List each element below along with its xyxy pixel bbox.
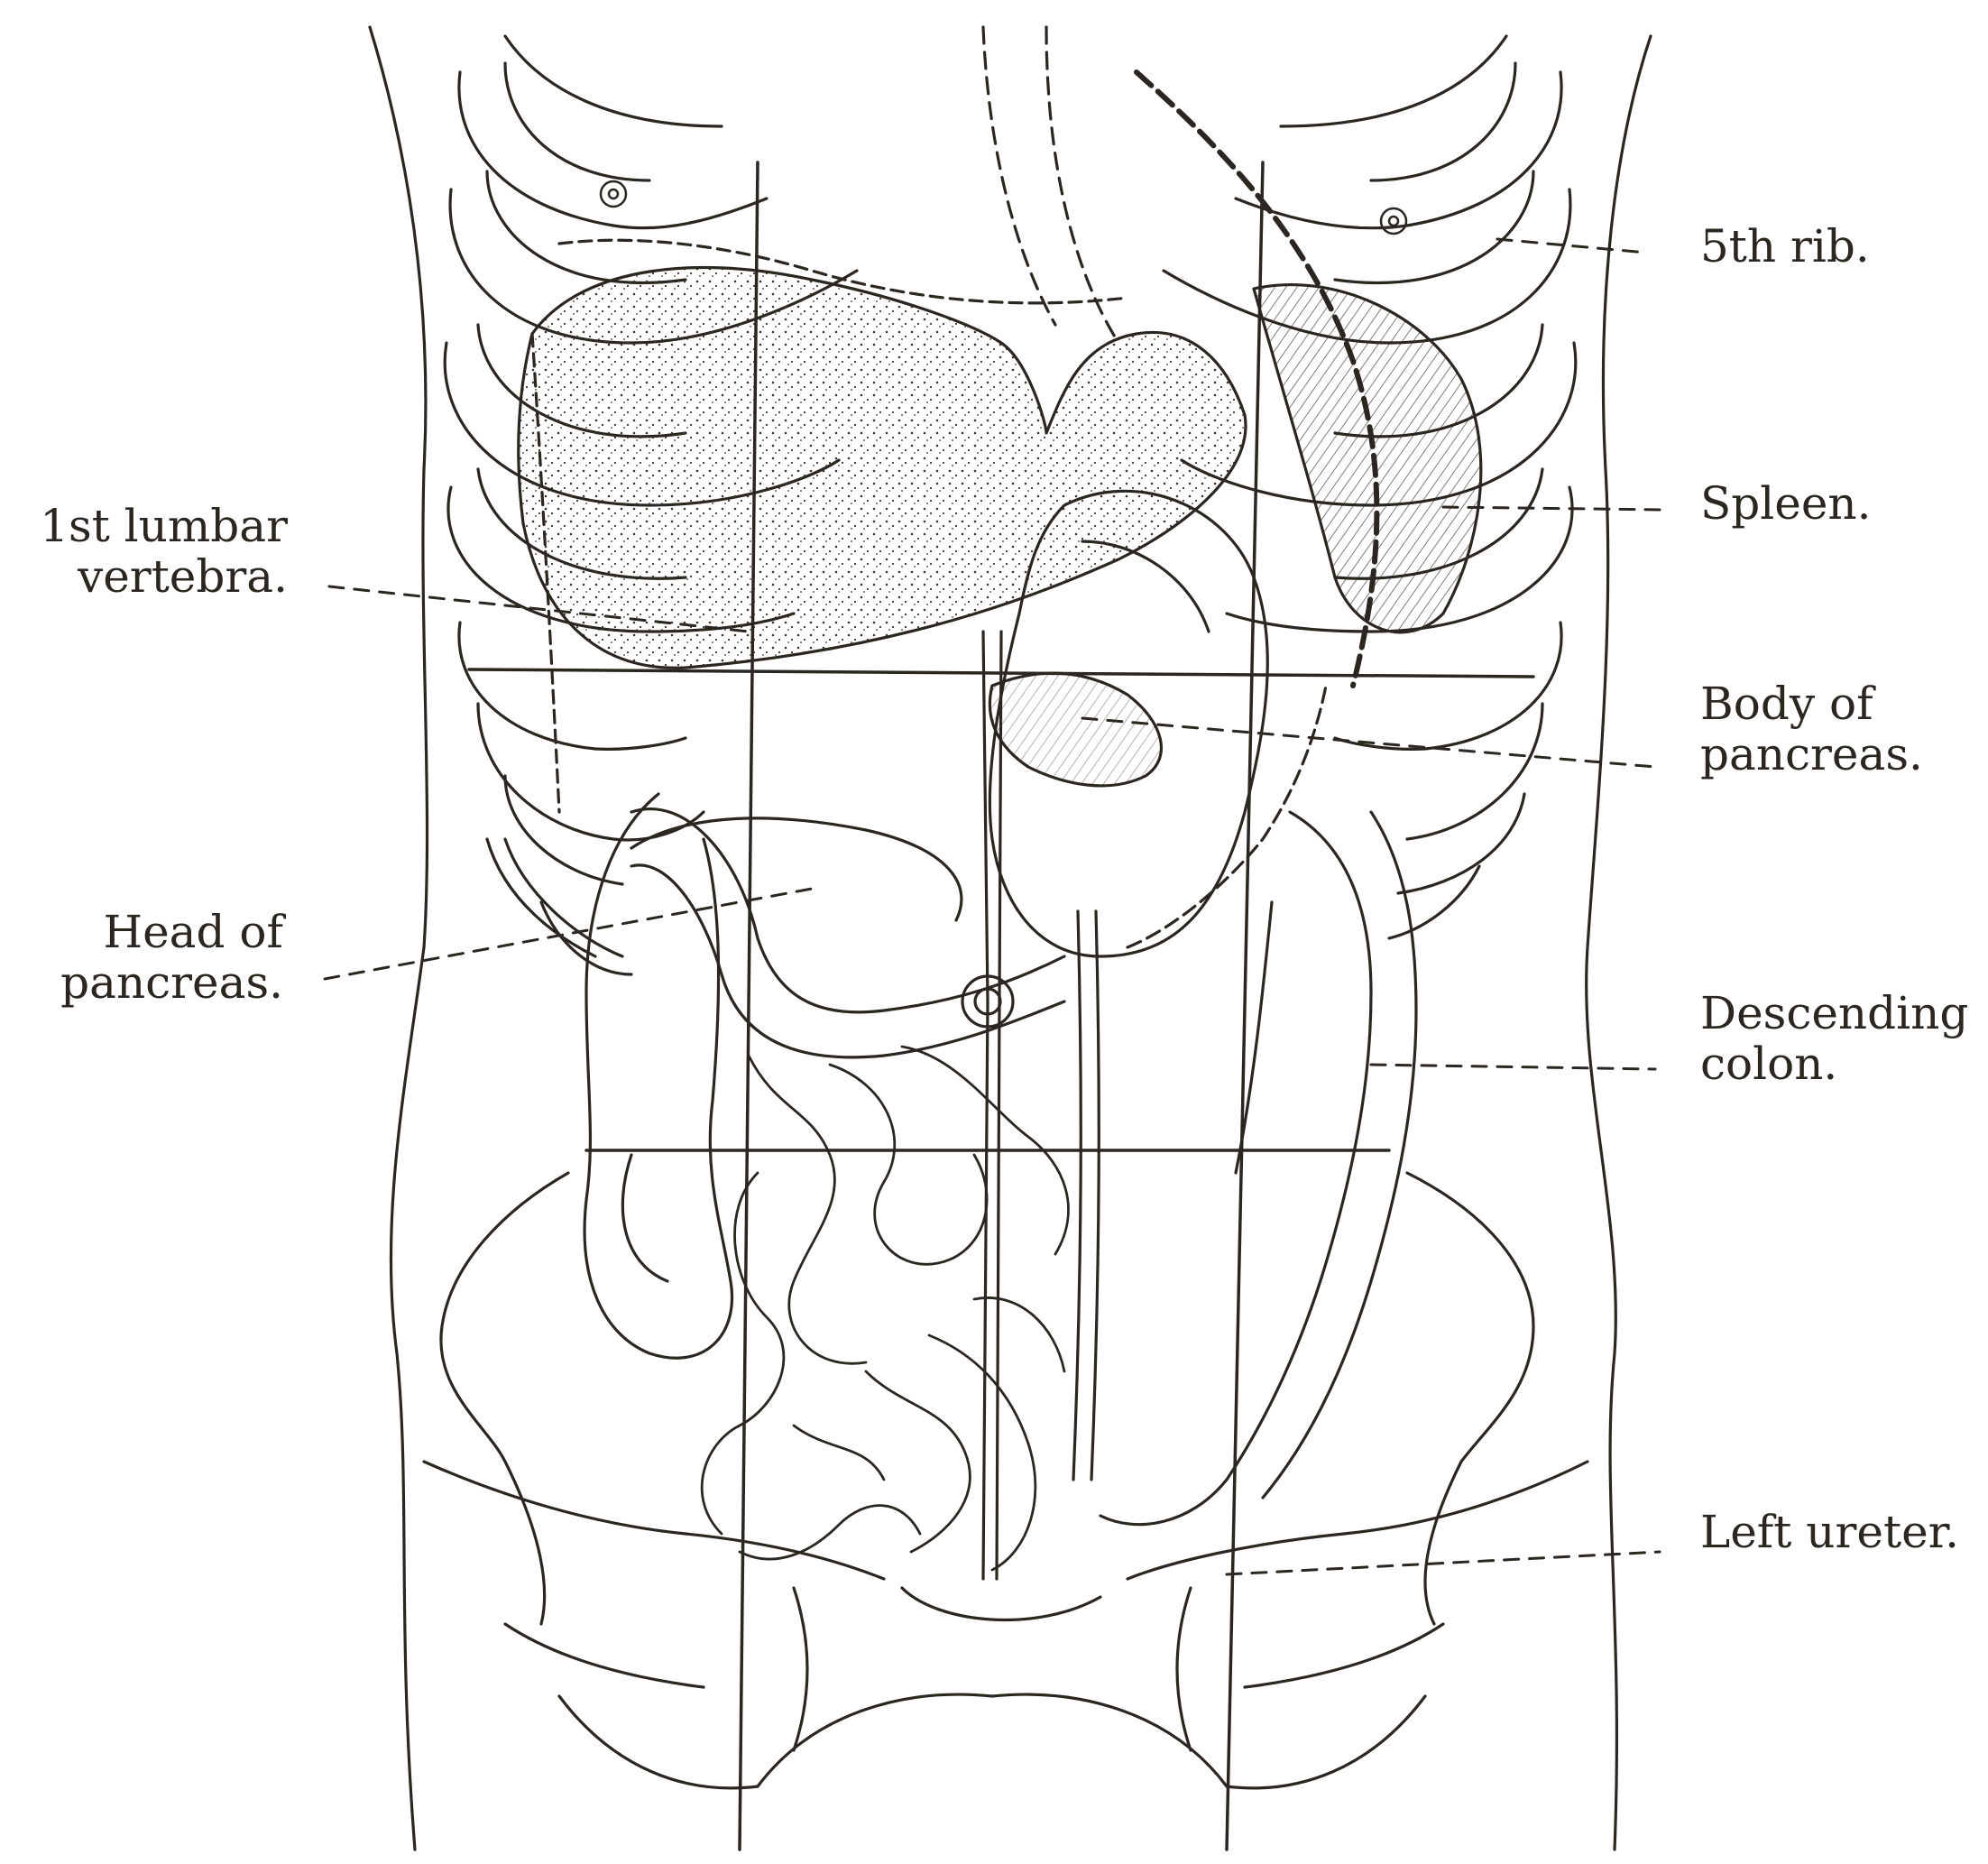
- label-line: 1st lumbar: [40, 501, 288, 551]
- label-line: 5th rib.: [1700, 221, 1870, 272]
- label-line: Spleen.: [1700, 478, 1872, 529]
- label-line: colon.: [1700, 1038, 1968, 1089]
- descending-colon: [1100, 812, 1416, 1525]
- label-line: Descending: [1700, 988, 1968, 1038]
- label-line: Head of: [60, 907, 283, 957]
- pelvis: [424, 1173, 1588, 1788]
- label-body-of-pancreas: Body of pancreas.: [1700, 678, 1923, 780]
- small-intestine: [702, 1047, 1068, 1570]
- label-5th-rib: 5th rib.: [1700, 221, 1870, 272]
- label-line: pancreas.: [60, 957, 283, 1008]
- label-descending-colon: Descending colon.: [1700, 988, 1968, 1089]
- label-line: Left ureter.: [1700, 1507, 1959, 1557]
- label-line: vertebra.: [40, 551, 288, 602]
- label-line: pancreas.: [1700, 729, 1923, 780]
- liver: [519, 268, 1246, 669]
- label-left-ureter: Left ureter.: [1700, 1507, 1959, 1557]
- label-spleen: Spleen.: [1700, 478, 1872, 529]
- label-line: Body of: [1700, 678, 1923, 729]
- label-head-of-pancreas: Head of pancreas.: [60, 907, 283, 1008]
- label-1st-lumbar-vertebra: 1st lumbar vertebra.: [40, 501, 288, 602]
- pancreas: [631, 673, 1161, 920]
- ascending-colon: [584, 794, 732, 1358]
